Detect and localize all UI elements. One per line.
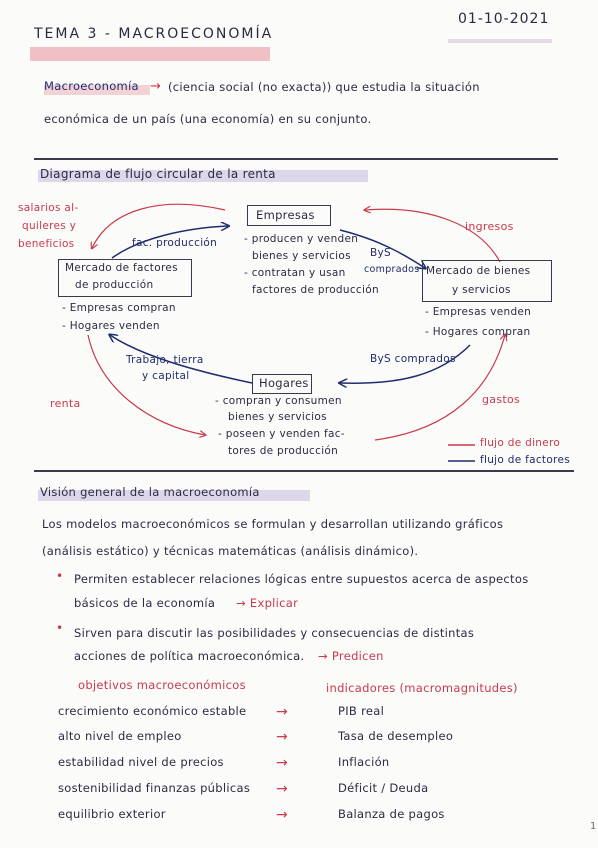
mercado-factores-title-1: Mercado de factores bbox=[65, 262, 178, 274]
arrow-salarios bbox=[92, 203, 226, 248]
arrow-fac-produccion bbox=[111, 226, 228, 259]
indicator-5: Balanza de pagos bbox=[338, 807, 445, 821]
legend-factors-label: flujo de factores bbox=[480, 454, 570, 466]
mercado-factores-item-1: - Empresas compran bbox=[62, 302, 176, 314]
row-arrow-4: → bbox=[276, 781, 289, 797]
objective-5: equilibrio exterior bbox=[58, 807, 166, 821]
page-mark: 1 bbox=[590, 821, 597, 832]
vision-intro-1: Los modelos macroeconómicos se formulan … bbox=[42, 517, 504, 531]
row-arrow-2: → bbox=[276, 729, 289, 745]
label-ingresos: ingresos bbox=[465, 220, 514, 233]
empresas-item-3: - contratan y usan bbox=[244, 267, 346, 279]
definition-term-highlight bbox=[44, 85, 150, 95]
vision-heading: Visión general de la macroeconomía bbox=[40, 485, 260, 499]
arrow-bys-comprados bbox=[340, 344, 471, 383]
label-salarios-2: quileres y bbox=[22, 220, 77, 232]
empresas-item-2: bienes y servicios bbox=[252, 250, 351, 262]
mercado-factores-title-2: de producción bbox=[75, 279, 154, 291]
section-divider-1 bbox=[34, 158, 558, 160]
page-title: TEMA 3 - MACROECONOMÍA bbox=[34, 26, 274, 42]
definition-arrow: → bbox=[150, 79, 162, 94]
definition-line-1: (ciencia social (no exacta)) que estudia… bbox=[168, 80, 480, 94]
label-trabajo-1: Trabajo, tierra bbox=[126, 354, 204, 366]
mercado-bienes-item-1: - Empresas venden bbox=[425, 306, 532, 318]
definition-line-2: económica de un país (una economía) en s… bbox=[44, 112, 372, 126]
bullet-2-dot: • bbox=[56, 621, 64, 635]
diagram-heading-highlight bbox=[38, 170, 368, 182]
label-bys-comprados: ByS comprados bbox=[370, 353, 456, 365]
empresas-item-4: factores de producción bbox=[252, 284, 379, 296]
hogares-item-3: - poseen y venden fac- bbox=[218, 428, 345, 440]
arrow-renta bbox=[87, 334, 205, 435]
hogares-item-1: - compran y consumen bbox=[215, 395, 342, 407]
indicator-3: Inflación bbox=[338, 755, 390, 769]
mercado-bienes-title-1: Mercado de bienes bbox=[426, 265, 531, 277]
bullet-1-line-2: básicos de la economía bbox=[74, 596, 216, 610]
mercado-bienes-box bbox=[422, 260, 552, 302]
label-bys-2: comprados bbox=[364, 264, 420, 275]
indicator-4: Déficit / Deuda bbox=[338, 781, 429, 795]
mercado-factores-item-2: - Hogares venden bbox=[62, 320, 160, 332]
objective-1: crecimiento económico estable bbox=[58, 704, 247, 718]
bullet-1-arrow: → Explicar bbox=[236, 596, 299, 610]
bullet-2-arrow: → Predicen bbox=[318, 649, 384, 663]
legend-money-label: flujo de dinero bbox=[480, 437, 561, 449]
objective-2: alto nivel de empleo bbox=[58, 729, 182, 743]
title-highlight bbox=[30, 47, 270, 61]
arrow-gastos bbox=[374, 335, 505, 441]
label-salarios-1: salarios al- bbox=[18, 202, 79, 214]
empresas-title: Empresas bbox=[256, 208, 315, 222]
mercado-bienes-title-2: y servicios bbox=[452, 284, 511, 296]
row-arrow-3: → bbox=[276, 755, 289, 771]
empresas-box bbox=[247, 205, 331, 226]
arrow-trabajo bbox=[110, 335, 253, 384]
bullet-1-dot: • bbox=[56, 569, 64, 583]
page-date: 01-10-2021 bbox=[458, 11, 550, 27]
label-trabajo-2: y capital bbox=[142, 370, 190, 382]
definition-term: Macroeconomía bbox=[44, 79, 139, 93]
hogares-item-2: bienes y servicios bbox=[228, 411, 327, 423]
hogares-item-4: tores de producción bbox=[228, 445, 339, 457]
section-divider-2 bbox=[34, 470, 574, 472]
column-indicadores: indicadores (macromagnitudes) bbox=[326, 681, 518, 695]
label-bys-1: ByS bbox=[370, 247, 391, 259]
objective-4: sostenibilidad finanzas públicas bbox=[58, 781, 251, 795]
label-salarios-3: beneficios bbox=[18, 238, 75, 250]
date-underline bbox=[448, 39, 552, 43]
empresas-item-1: - producen y venden bbox=[244, 233, 359, 245]
objective-3: estabilidad nivel de precios bbox=[58, 755, 224, 769]
row-arrow-1: → bbox=[276, 704, 289, 720]
arrow-bys bbox=[339, 229, 425, 268]
diagram-heading: Diagrama de flujo circular de la renta bbox=[40, 167, 276, 181]
bullet-2-line-2: acciones de política macroeconómica. bbox=[74, 649, 305, 663]
hogares-title: Hogares bbox=[259, 376, 309, 390]
column-objetivos: objetivos macroeconómicos bbox=[78, 678, 246, 692]
label-renta: renta bbox=[50, 397, 81, 410]
mercado-bienes-item-2: - Hogares compran bbox=[425, 326, 531, 338]
mercado-factores-box bbox=[58, 259, 192, 297]
indicator-1: PIB real bbox=[338, 704, 385, 718]
label-gastos: gastos bbox=[482, 393, 521, 406]
hogares-box bbox=[252, 374, 312, 394]
bullet-1-line-1: Permiten establecer relaciones lógicas e… bbox=[74, 572, 529, 586]
vision-intro-2: (análisis estático) y técnicas matemátic… bbox=[42, 544, 419, 558]
row-arrow-5: → bbox=[276, 807, 289, 823]
label-fac-produccion: fac. producción bbox=[132, 237, 218, 249]
arrow-ingresos bbox=[365, 209, 501, 263]
vision-heading-highlight bbox=[38, 490, 310, 501]
bullet-2-line-1: Sirven para discutir las posibilidades y… bbox=[74, 626, 475, 640]
indicator-2: Tasa de desempleo bbox=[338, 729, 454, 743]
